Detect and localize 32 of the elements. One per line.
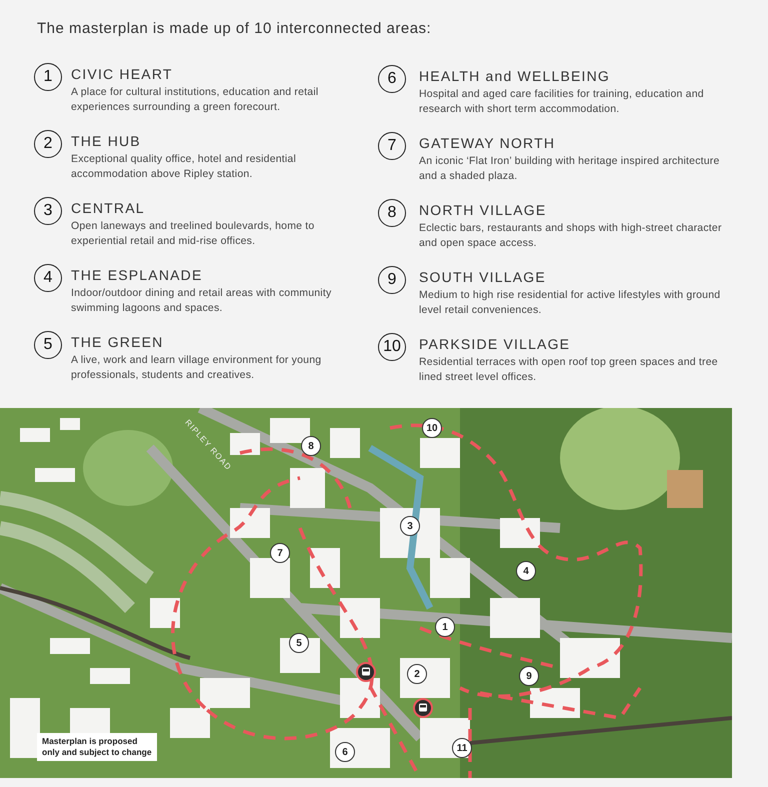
area-description: Exceptional quality office, hotel and residential accommodation above Ripley station. (71, 152, 297, 181)
area-description: Medium to high rise residential for active lifestyles with ground level retail conveniences. (419, 288, 722, 317)
heading: The masterplan is made up of 10 interconnected areas: (37, 20, 432, 37)
area-heading: PARKSIDE VILLAGE (419, 336, 570, 352)
number-circle: 3 (34, 197, 62, 225)
area-description: Indoor/outdoor dining and retail areas with community swimming lagoons and spaces. (71, 286, 332, 315)
number-circle: 8 (378, 199, 406, 227)
area-description: A live, work and learn village environment for young professionals, students and creatives. (71, 353, 322, 382)
area-heading: THE HUB (71, 133, 141, 149)
number-circle: 9 (378, 266, 406, 294)
number-circle: 10 (378, 333, 406, 361)
area-heading: CIVIC HEART (71, 66, 173, 82)
number-circle: 5 (34, 331, 62, 359)
area-heading: HEALTH and WELLBEING (419, 68, 610, 84)
area-description: An iconic ‘Flat Iron’ building with heritage inspired architecture and a shaded plaza. (419, 154, 721, 183)
number-circle: 2 (34, 130, 62, 158)
area-description: Hospital and aged care facilities for training, education and research with short term accommodation. (419, 87, 705, 116)
number-circle: 7 (378, 132, 406, 160)
disclaimer-note: Masterplan is proposed only and subject to change (37, 733, 157, 761)
area-heading: GATEWAY NORTH (419, 135, 556, 151)
number-circle: 1 (34, 63, 62, 91)
area-description: Residential terraces with open roof top green spaces and tree lined street level offices. (419, 355, 719, 384)
area-heading: THE ESPLANADE (71, 267, 203, 283)
area-description: A place for cultural institutions, education and retail experiences surrounding a green forecourt. (71, 85, 320, 114)
area-heading: CENTRAL (71, 200, 145, 216)
area-heading: SOUTH VILLAGE (419, 269, 546, 285)
number-circle: 6 (378, 65, 406, 93)
area-heading: THE GREEN (71, 334, 164, 350)
area-heading: NORTH VILLAGE (419, 202, 546, 218)
number-circle: 4 (34, 264, 62, 292)
area-description: Open laneways and treelined boulevards, home to experiential retail and mid-rise offices. (71, 219, 316, 248)
area-description: Eclectic bars, restaurants and shops with high-street character and open space access. (419, 221, 723, 250)
